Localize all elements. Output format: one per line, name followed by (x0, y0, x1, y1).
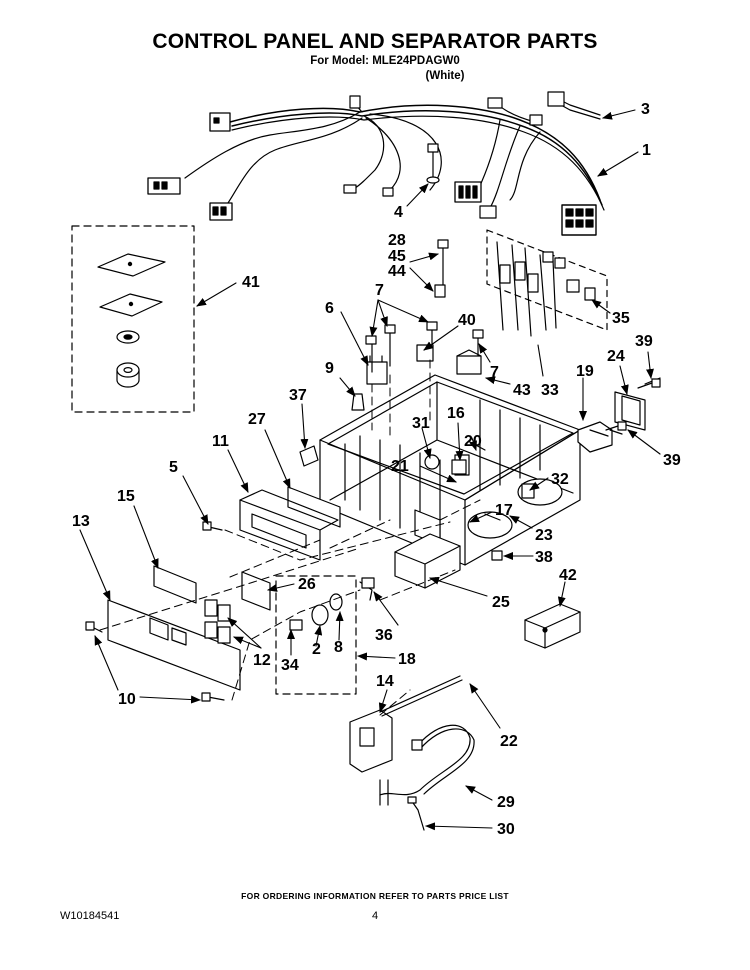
parts-33-35-group (486, 229, 608, 337)
callout-2: 2 (312, 641, 321, 658)
part-25-edge (394, 545, 461, 589)
parts-19-24 (577, 377, 661, 453)
callout-6: 6 (325, 300, 334, 317)
callout-39a: 39 (635, 333, 653, 350)
part-42-box (524, 603, 581, 649)
callout-36: 36 (375, 627, 393, 644)
callout-22: 22 (500, 733, 518, 750)
callout-16: 16 (447, 405, 465, 422)
callout-7a: 7 (375, 282, 384, 299)
part-15-board (153, 565, 197, 604)
callout-13: 13 (72, 513, 90, 530)
callout-31: 31 (412, 415, 430, 432)
part-12-switches (204, 599, 231, 644)
callout-41: 41 (242, 274, 260, 291)
callout-38: 38 (535, 549, 553, 566)
callout-30: 30 (497, 821, 515, 838)
callout-15: 15 (117, 488, 135, 505)
ordering-note: FOR ORDERING INFORMATION REFER TO PARTS … (241, 891, 509, 901)
callout-labels: 3 1 4 28 45 44 41 35 6 7 40 7 43 33 39 9… (72, 101, 681, 838)
callout-42: 42 (559, 567, 577, 584)
part-25-cover (394, 533, 461, 589)
document-number: W10184541 (60, 910, 120, 922)
callout-3: 3 (641, 101, 650, 118)
callout-29: 29 (497, 794, 515, 811)
callout-27: 27 (248, 411, 266, 428)
callout-5: 5 (169, 459, 178, 476)
callout-24: 24 (607, 348, 625, 365)
part-11-bracket (239, 489, 339, 561)
callout-9: 9 (325, 360, 334, 377)
callout-34: 34 (281, 657, 299, 674)
callout-17: 17 (495, 502, 513, 519)
part-26-plate (241, 571, 271, 611)
leader-lines (79, 109, 661, 831)
model-line: For Model: MLE24PDAGW0 (310, 55, 460, 67)
callout-8: 8 (334, 639, 343, 656)
callout-37: 37 (289, 387, 307, 404)
callout-20: 20 (464, 433, 482, 450)
parts-14-22-29-30 (349, 675, 475, 831)
callout-10: 10 (118, 691, 136, 708)
callout-39b: 39 (663, 452, 681, 469)
part-13-console (107, 599, 241, 691)
callout-21: 21 (391, 458, 409, 475)
callout-26: 26 (298, 576, 316, 593)
callout-18: 18 (398, 651, 416, 668)
part-18-group (275, 575, 357, 695)
callout-33: 33 (541, 382, 559, 399)
dashed-paths (99, 359, 481, 716)
part-41-group (71, 225, 195, 413)
callout-25: 25 (492, 594, 510, 611)
callout-1: 1 (642, 142, 651, 159)
callout-40: 40 (458, 312, 476, 329)
callout-4: 4 (394, 204, 403, 221)
color-line: (White) (425, 70, 465, 82)
callout-45: 45 (388, 248, 406, 265)
callout-11: 11 (212, 433, 229, 450)
wire-harness (147, 91, 605, 236)
page-number: 4 (372, 910, 379, 922)
callout-14: 14 (376, 673, 394, 690)
callout-7b: 7 (490, 364, 499, 381)
callout-23: 23 (535, 527, 553, 544)
callout-35: 35 (612, 310, 630, 327)
callout-44: 44 (388, 263, 406, 280)
callout-32: 32 (551, 471, 569, 488)
callout-12: 12 (253, 652, 271, 669)
callout-19: 19 (576, 363, 594, 380)
callout-28: 28 (388, 232, 406, 249)
callout-43: 43 (513, 382, 531, 399)
page-title: CONTROL PANEL AND SEPARATOR PARTS (152, 30, 598, 53)
